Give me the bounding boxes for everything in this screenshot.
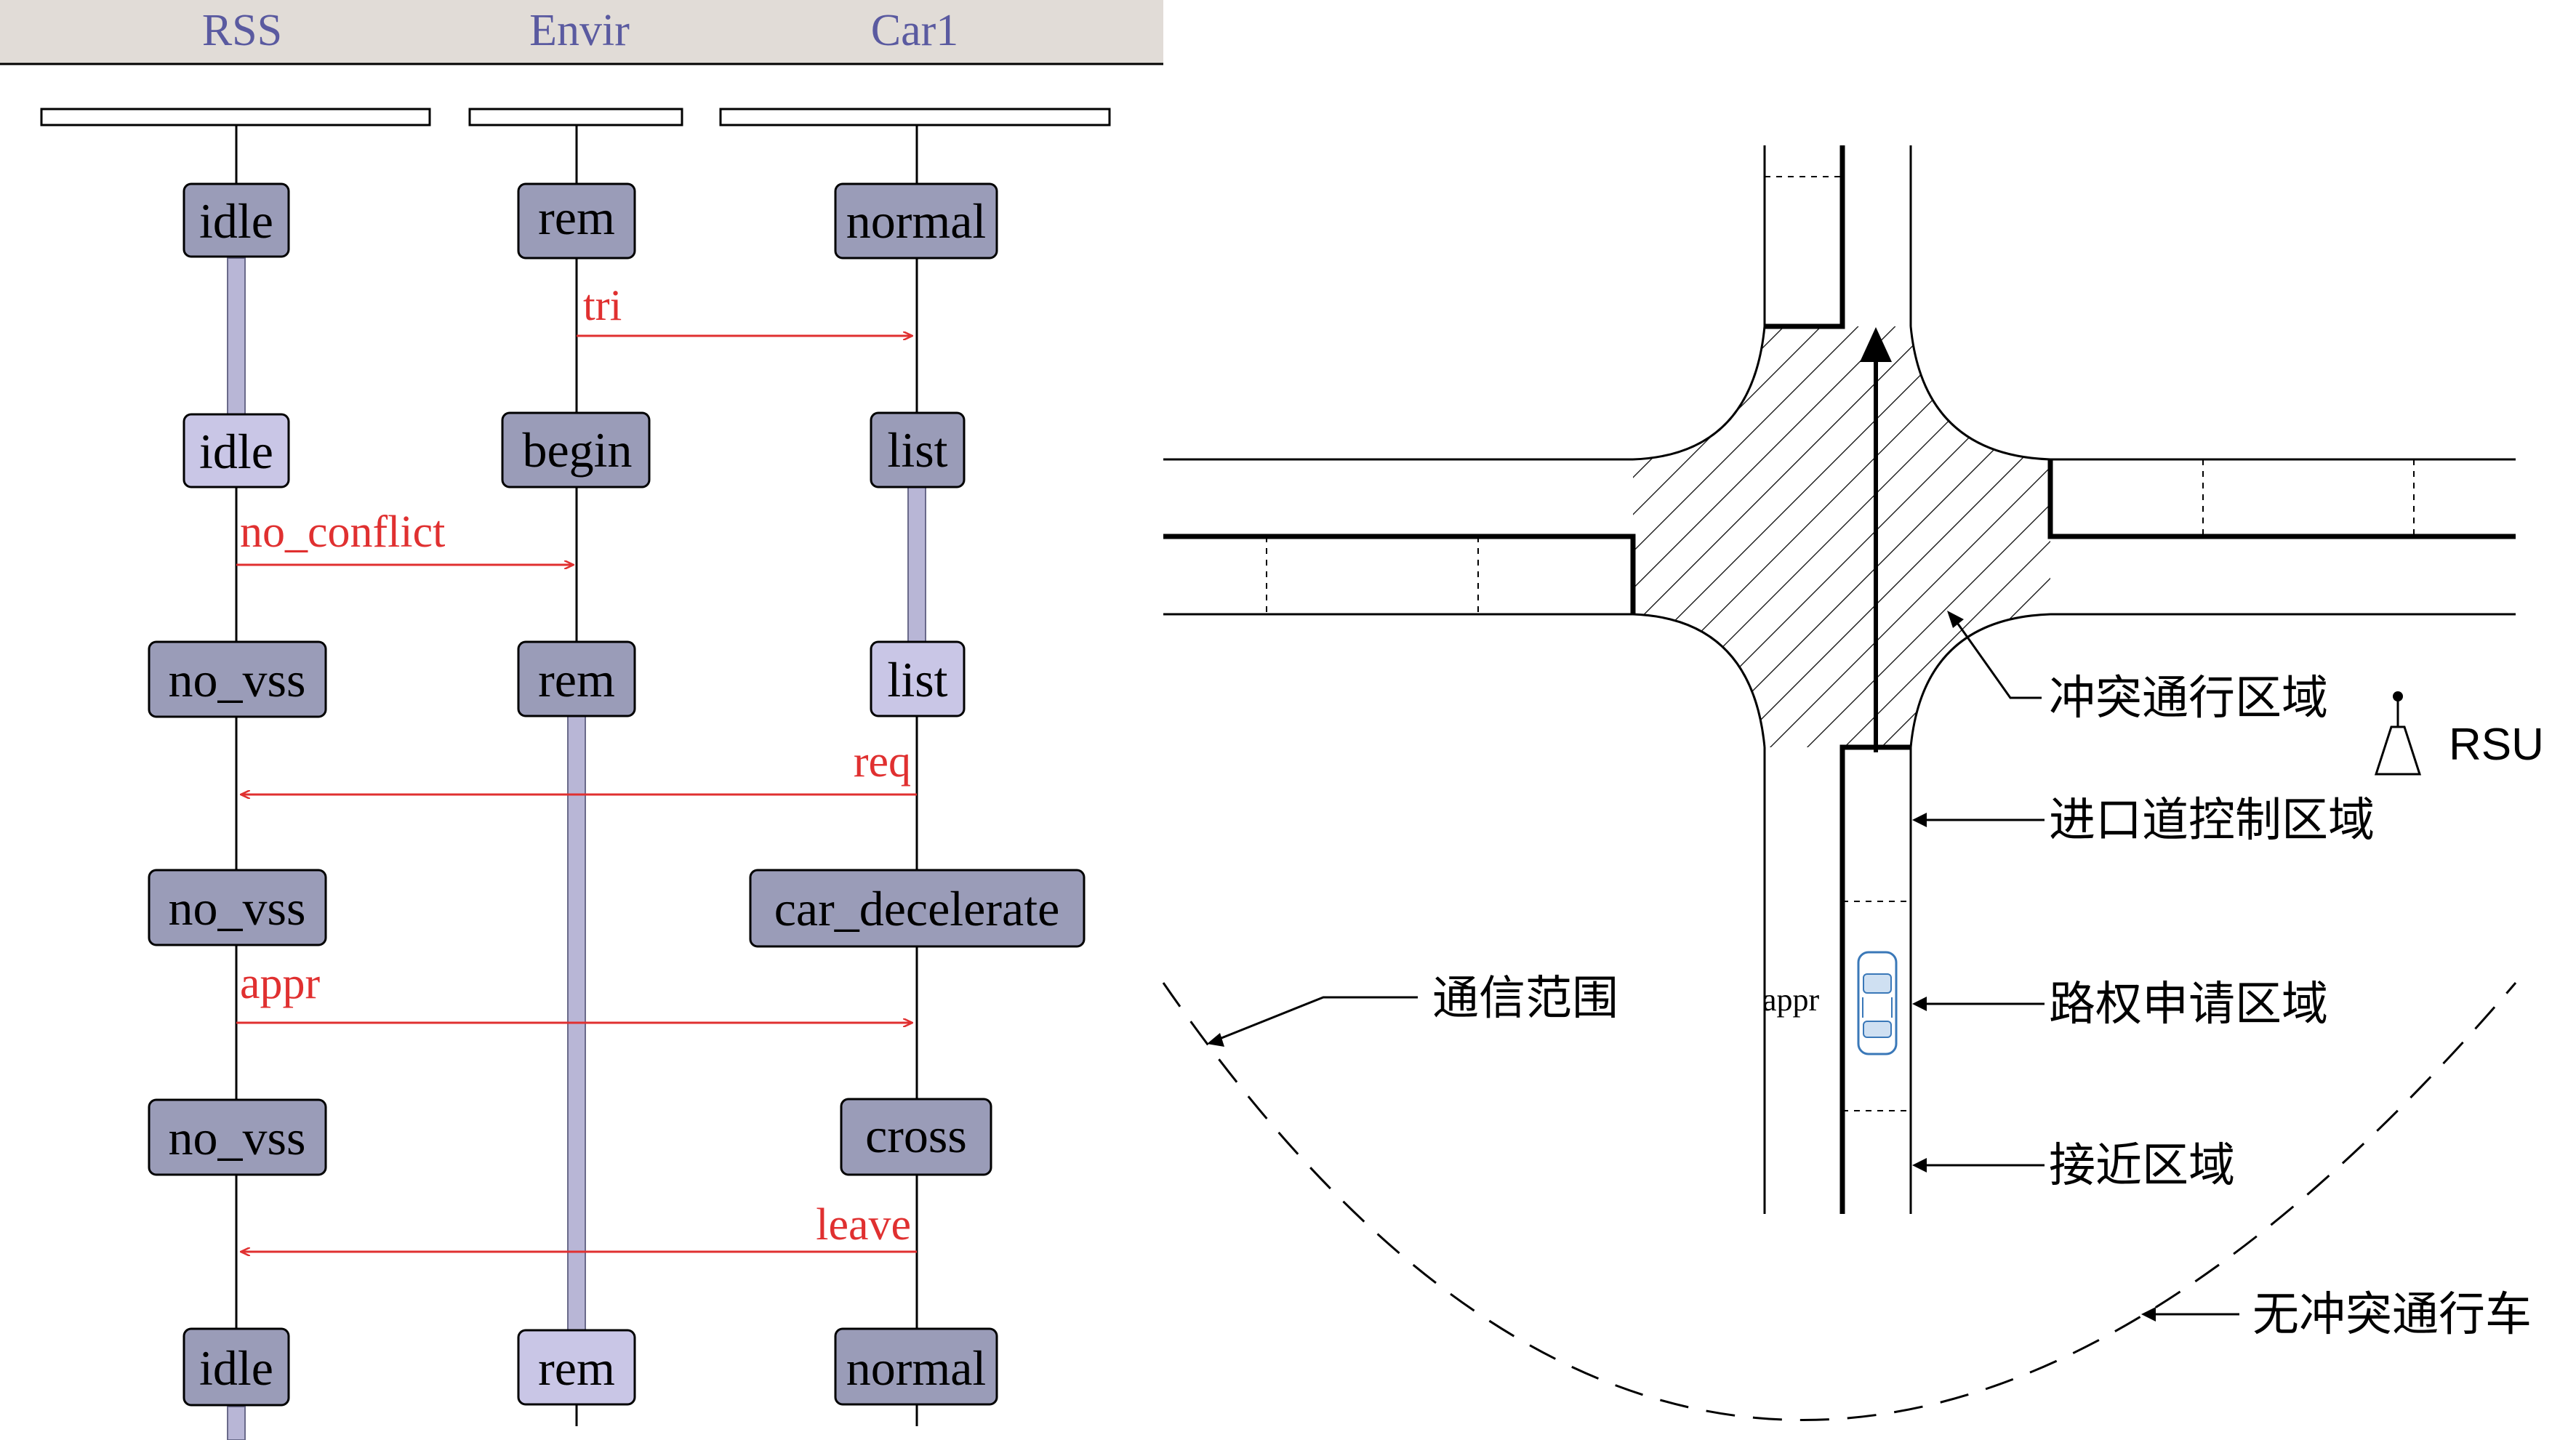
activation-bar-rss-1 — [227, 257, 246, 415]
state-box-car1-4: car_decelerate — [749, 869, 1086, 948]
state-box-car1-5: cross — [840, 1098, 992, 1176]
state-label: rem — [538, 190, 615, 245]
state-box-envir-4: rem — [517, 1329, 636, 1406]
state-label: normal — [846, 1340, 987, 1396]
state-label: list — [887, 422, 947, 478]
state-label: idle — [199, 193, 273, 249]
callout-label: 路权申请区域 — [2049, 978, 2328, 1030]
state-box-rss-5: no_vss — [148, 1098, 327, 1176]
curb-corner-top-right — [1909, 326, 2051, 461]
message-label: appr — [240, 959, 321, 1008]
lifeline-envir-title: Envir — [529, 6, 630, 55]
state-box-rss-4: no_vss — [148, 869, 327, 946]
callout-label: 接近区域 — [2049, 1139, 2235, 1191]
callout-label: 通信范围 — [1432, 972, 1618, 1024]
message-label: tri — [583, 281, 622, 329]
lifeline-header-bar — [0, 0, 1163, 64]
state-label: cross — [865, 1108, 967, 1163]
lifeline-car1-title: Car1 — [871, 6, 959, 55]
callout-entry-control-zone: 进口道控制区域 — [1912, 794, 2375, 846]
sequence-diagram: RSS Envir Car1 idle idle no_vss — [0, 0, 1163, 1440]
state-label: no_vss — [169, 880, 306, 936]
state-box-car1-6: normal — [834, 1327, 998, 1406]
stop-line — [1163, 534, 1636, 614]
state-label: idle — [199, 1340, 273, 1396]
activation-bar-envir — [567, 715, 586, 1346]
activation-bar-rss-2 — [227, 1406, 246, 1440]
communication-range-arc — [1162, 982, 2517, 1421]
curb-corner-bottom-right — [1909, 613, 2051, 748]
conflict-zone — [1633, 326, 2050, 747]
stop-line — [1839, 744, 1911, 1214]
state-box-car1-1: normal — [834, 182, 998, 260]
message-no-conflict: no_conflict — [236, 507, 574, 565]
message-label: no_conflict — [240, 507, 445, 557]
state-box-rss-6: idle — [182, 1327, 290, 1407]
callout-no-conflict-vehicle: 无冲突通行车 — [2141, 1288, 2532, 1340]
intersection-diagram: appr RSU 冲突通行区域 进口道控制区域 路权申请区域 — [1162, 145, 2544, 1421]
callout-communication-range: 通信范围 — [1207, 972, 1618, 1047]
state-label: rem — [538, 1340, 615, 1396]
message-label: leave — [816, 1200, 911, 1250]
state-box-envir-3: rem — [517, 640, 636, 717]
car-icon — [1857, 951, 1898, 1055]
curb-corner-bottom-left — [1632, 613, 1766, 748]
rsu-label: RSU — [2449, 720, 2544, 770]
message-tri: tri — [577, 281, 912, 336]
activation-bar-car1 — [907, 483, 926, 644]
arrow-head — [1860, 327, 1892, 362]
callout-label: 冲突通行区域 — [2049, 672, 2328, 724]
state-label: no_vss — [169, 1110, 306, 1165]
state-label: rem — [538, 652, 615, 707]
state-label: no_vss — [169, 652, 306, 707]
state-label: car_decelerate — [774, 881, 1060, 936]
message-leave: leave — [241, 1200, 917, 1252]
rsu-antenna-icon — [2374, 691, 2422, 776]
curb-corner-top-left — [1632, 326, 1766, 461]
state-label: idle — [199, 424, 273, 479]
stop-line — [2047, 459, 2516, 539]
callout-label: 进口道控制区域 — [2049, 794, 2375, 846]
car-state-tag: appr — [1762, 982, 1820, 1018]
state-label: list — [887, 652, 947, 707]
lifeline-envir-head — [468, 108, 683, 126]
state-box-envir-1: rem — [517, 182, 636, 260]
callout-right-of-way-zone: 路权申请区域 — [1912, 978, 2328, 1030]
state-box-rss-1: idle — [182, 182, 290, 258]
state-box-car1-3: list — [870, 640, 966, 717]
lifeline-car1-head — [719, 108, 1111, 126]
state-box-envir-2: begin — [501, 411, 651, 488]
callout-conflict-zone: 冲突通行区域 — [1947, 611, 2328, 724]
state-label: begin — [522, 422, 632, 478]
stop-line — [1765, 145, 1845, 329]
lifeline-rss-head — [40, 108, 431, 126]
state-box-car1-2: list — [870, 411, 966, 488]
lifeline-rss-title: RSS — [202, 6, 282, 55]
message-appr: appr — [236, 959, 912, 1023]
state-box-rss-3: no_vss — [148, 640, 327, 718]
callout-approach-zone: 接近区域 — [1912, 1139, 2235, 1191]
callout-label: 无冲突通行车 — [2252, 1288, 2532, 1340]
message-req: req — [241, 737, 917, 795]
state-label: normal — [846, 193, 987, 249]
state-box-rss-2: idle — [182, 413, 290, 488]
message-label: req — [854, 737, 911, 787]
